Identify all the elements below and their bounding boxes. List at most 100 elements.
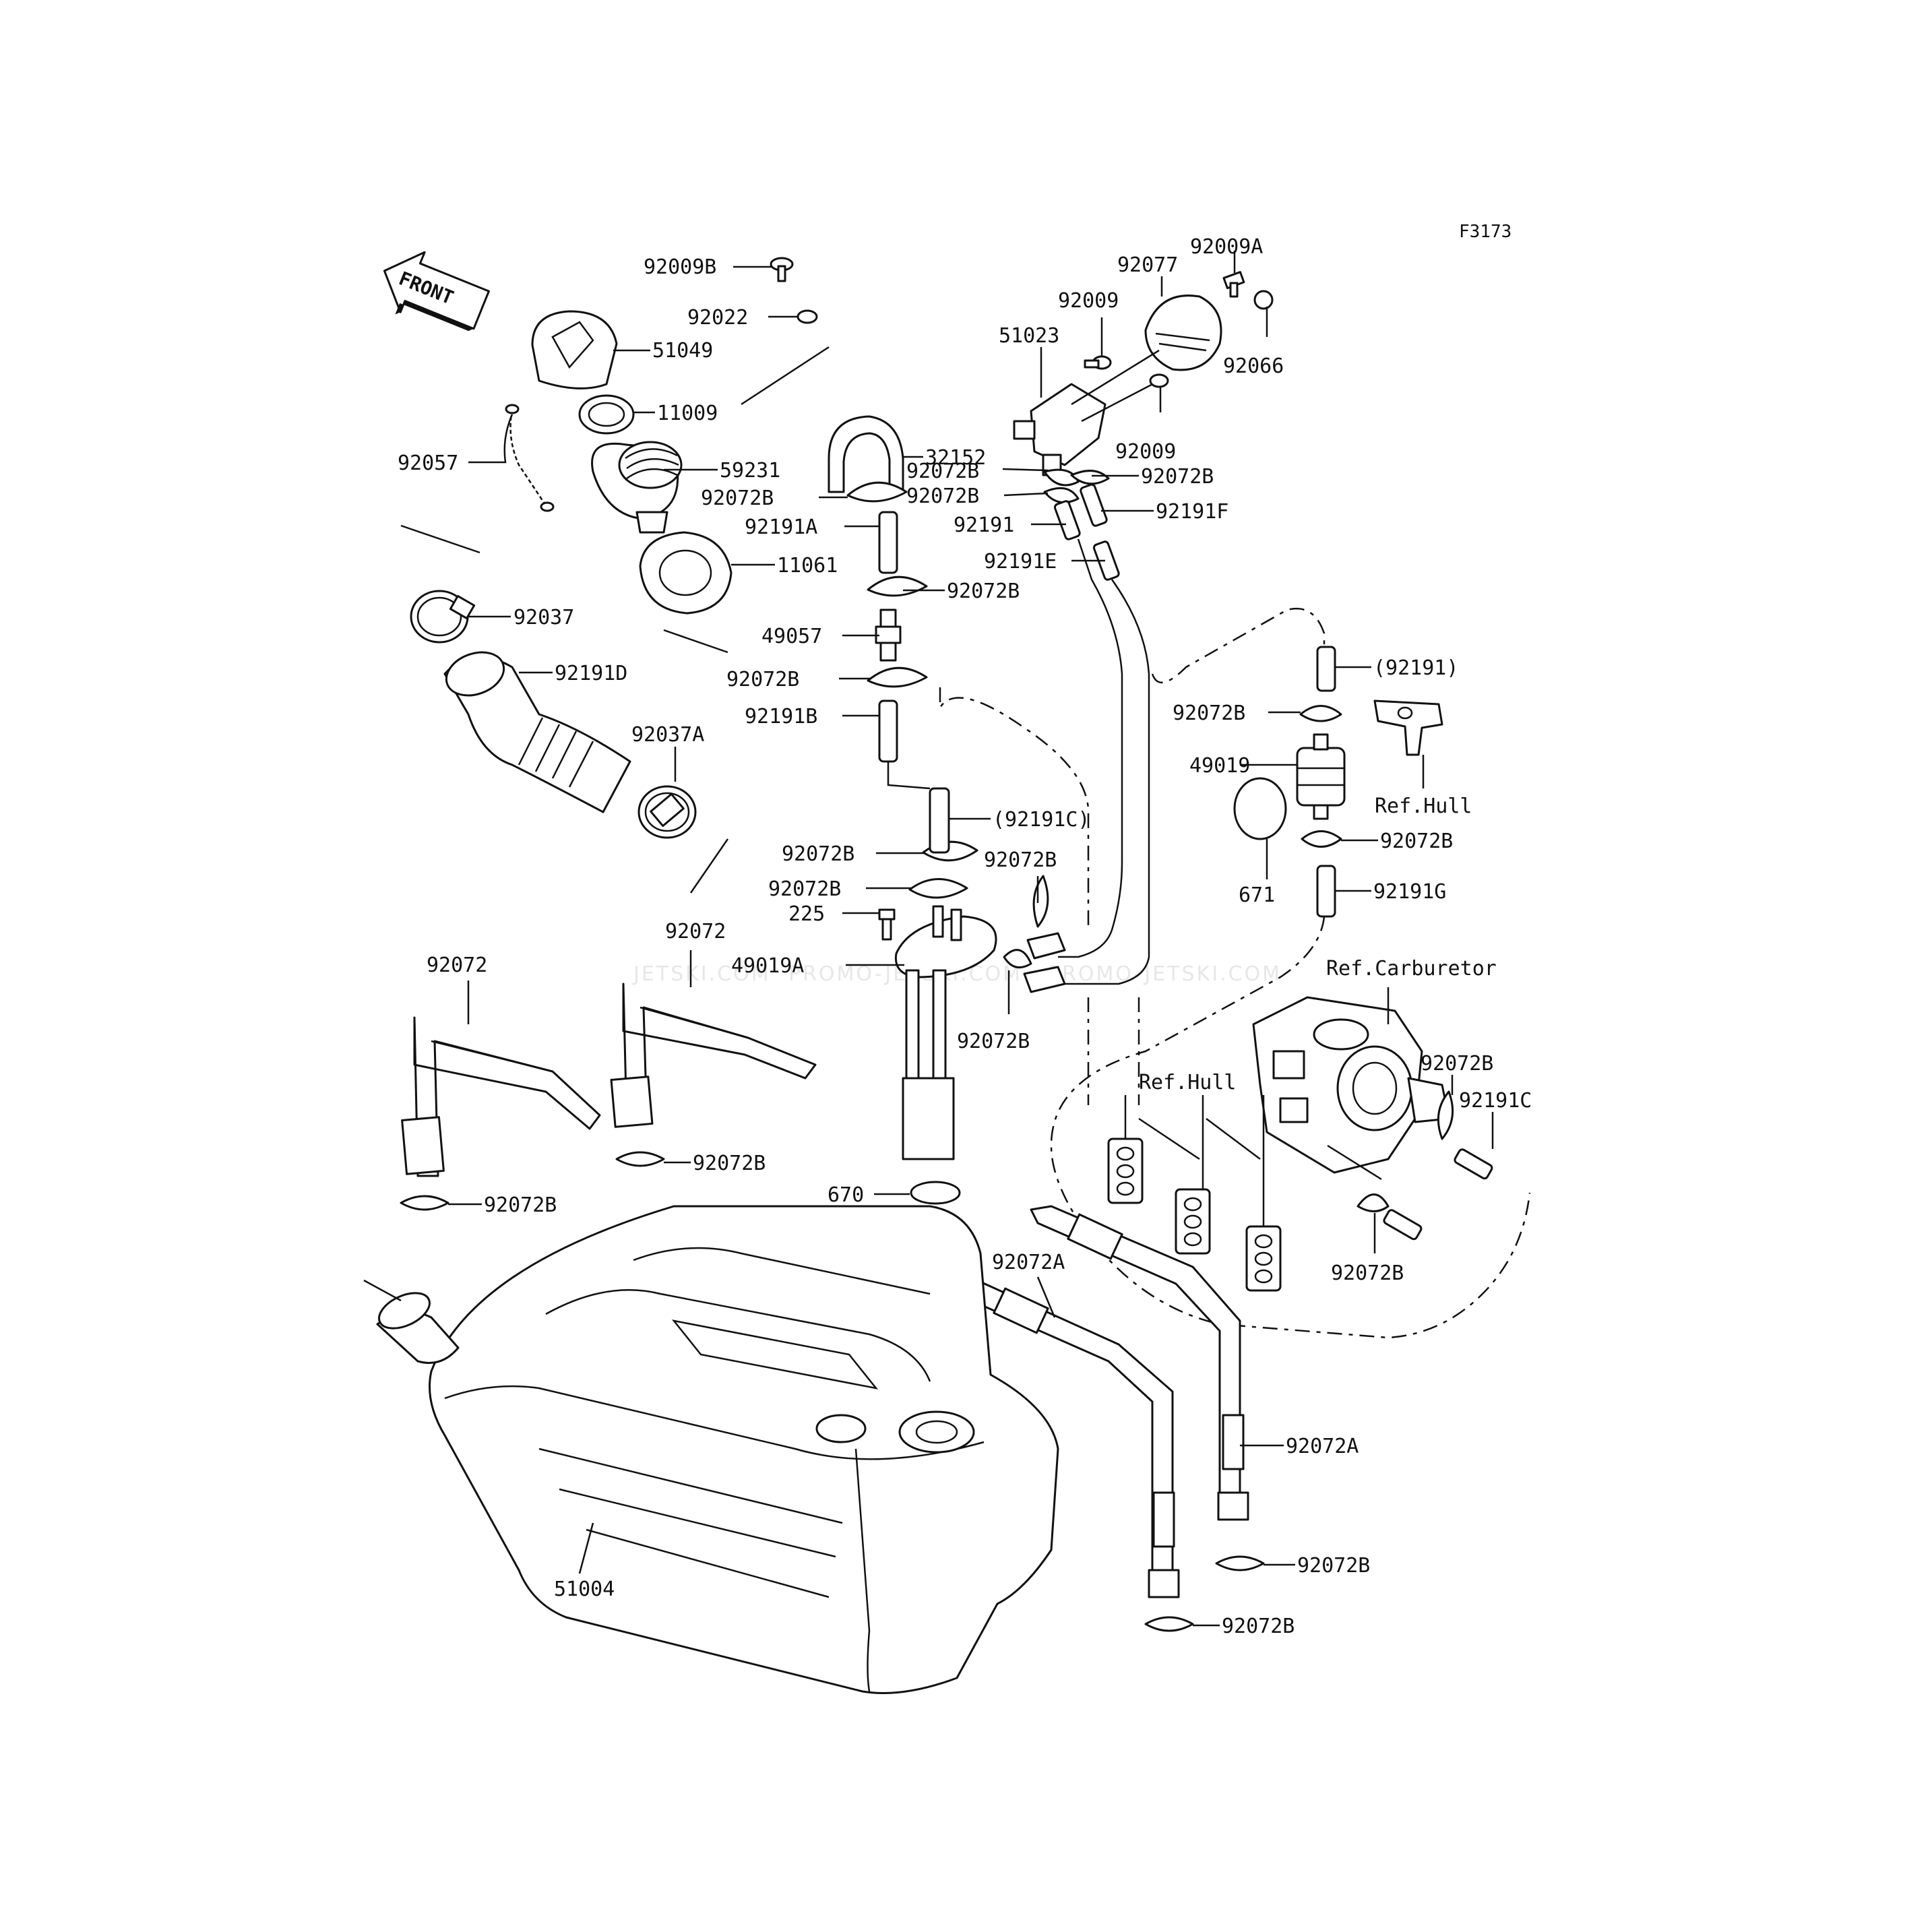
clamp-92072B xyxy=(615,1151,665,1167)
label-11009: 11009 xyxy=(657,402,718,425)
leader xyxy=(1327,1144,1382,1181)
label-92072B: 92072B xyxy=(768,877,841,901)
label-92022: 92022 xyxy=(687,306,748,330)
svg-text:PROMO-JETSKI.COM: PROMO-JETSKI.COM xyxy=(1048,962,1282,986)
label-92191: 92191 xyxy=(954,513,1014,537)
label-92072B: 92072B xyxy=(1141,465,1214,489)
label-49019: 49019 xyxy=(1189,754,1250,778)
leader xyxy=(400,524,480,554)
label-92072B: 92072B xyxy=(484,1193,557,1217)
label-92072: 92072 xyxy=(665,920,726,943)
label-92072B: 92072B xyxy=(701,487,774,510)
label-ref-carburetor: Ref.Carburetor xyxy=(1326,957,1497,980)
clamp-92072B xyxy=(867,575,928,597)
hose-route xyxy=(939,687,1090,930)
label-92072B: 92072B xyxy=(984,848,1057,872)
strap-end xyxy=(505,404,520,414)
label-92057: 92057 xyxy=(398,451,458,475)
clamp-92072B xyxy=(1357,1193,1390,1212)
filter-bracket-ref-hull xyxy=(1373,699,1443,756)
leader xyxy=(689,838,729,894)
tank-band-92072-left xyxy=(401,1016,601,1177)
clamp-92072B xyxy=(1437,1090,1454,1140)
tank-band-92072-right xyxy=(610,983,817,1128)
label-51004: 51004 xyxy=(554,1578,615,1601)
leader xyxy=(363,1279,402,1302)
hose-92191E xyxy=(1092,540,1120,581)
hose-92191G xyxy=(1316,865,1336,918)
hose-92191B xyxy=(878,699,898,763)
label-92072B: 92072B xyxy=(957,1030,1030,1053)
label-92191A: 92191A xyxy=(745,516,817,539)
vent-hose-32152 xyxy=(828,415,904,493)
hose-92191-ref xyxy=(1316,646,1336,692)
label-92072B: 92072B xyxy=(906,485,979,508)
label-92072B: 92072B xyxy=(906,460,979,483)
hose-clamp-92037A xyxy=(637,785,697,839)
carburetor-ref xyxy=(1252,996,1450,1174)
label-92037A: 92037A xyxy=(631,723,704,747)
label-92077: 92077 xyxy=(1117,253,1178,277)
filler-neck-59231 xyxy=(591,441,683,534)
label-92072B: 92072B xyxy=(1173,702,1245,725)
screw-92009A xyxy=(1222,271,1245,298)
nut-92066 xyxy=(1253,290,1274,310)
label-92072B: 92072B xyxy=(1421,1052,1493,1076)
hose-route xyxy=(1058,579,1150,985)
label-92072A: 92072A xyxy=(1286,1435,1359,1458)
hose-route xyxy=(1058,538,1123,958)
label-92191C-ref: (92191C) xyxy=(993,808,1090,832)
fuel-cap-51049 xyxy=(531,310,618,389)
filler-hose-92191D xyxy=(443,651,631,813)
clamp-92072B xyxy=(1043,468,1080,487)
fuel-tank-51004 xyxy=(376,1205,1059,1694)
label-92191C: 92191C xyxy=(1459,1089,1532,1113)
clamp-92072B xyxy=(1043,487,1080,504)
label-92066: 92066 xyxy=(1223,354,1284,378)
hose-holder-ref-hull xyxy=(1107,1138,1144,1204)
o-ring-670 xyxy=(910,1181,961,1205)
hose-segment xyxy=(1026,932,1066,960)
label-92072B: 92072B xyxy=(947,580,1020,603)
figure-code: F3173 xyxy=(1459,222,1512,242)
o-ring-671 xyxy=(1233,777,1287,840)
leader xyxy=(1138,1117,1261,1160)
fuel-cock-knob-92077 xyxy=(1144,294,1222,371)
callouts xyxy=(448,251,1494,1627)
hose-92191 xyxy=(1053,500,1081,540)
label-92191-ref: (92191) xyxy=(1373,656,1458,680)
label-32152: 32152 xyxy=(925,446,986,470)
hose-holder-ref-hull xyxy=(1245,1225,1282,1292)
label-92072B: 92072B xyxy=(693,1152,766,1175)
screw-92009 xyxy=(1084,355,1112,370)
gasket-11009 xyxy=(578,394,635,435)
hose-92191F xyxy=(1080,483,1108,527)
line xyxy=(887,761,931,790)
hose-92191A xyxy=(878,511,898,574)
hose-92191C-right xyxy=(1454,1148,1493,1180)
clamp-92072B xyxy=(400,1195,449,1211)
cap-strap-92057 xyxy=(509,409,547,506)
label-92191F: 92191F xyxy=(1156,500,1228,524)
clamp-92072B xyxy=(1070,470,1110,485)
label-92072: 92072 xyxy=(427,954,487,977)
hose-segment xyxy=(1023,966,1066,993)
clamp-92072B xyxy=(1299,705,1342,722)
label-49057: 49057 xyxy=(761,625,822,648)
hose-route xyxy=(1151,608,1326,684)
label-51049: 51049 xyxy=(652,339,713,363)
fuel-pickup-49019A xyxy=(894,905,997,1160)
strap-end xyxy=(540,501,555,512)
clamp-92072B xyxy=(1032,875,1049,928)
label-ref-hull: Ref.Hull xyxy=(1375,794,1472,818)
label-92191G: 92191G xyxy=(1373,880,1446,904)
label-49019A: 49019A xyxy=(731,954,804,978)
clamp-92072B xyxy=(908,878,968,899)
label-51023: 51023 xyxy=(999,324,1059,348)
label-11061: 11061 xyxy=(777,554,838,578)
hose-holder-ref-hull xyxy=(1175,1188,1211,1255)
clamp-92072B xyxy=(867,666,928,688)
clamp-92072B xyxy=(1301,830,1342,848)
label-ref-hull: Ref.Hull xyxy=(1139,1071,1237,1094)
